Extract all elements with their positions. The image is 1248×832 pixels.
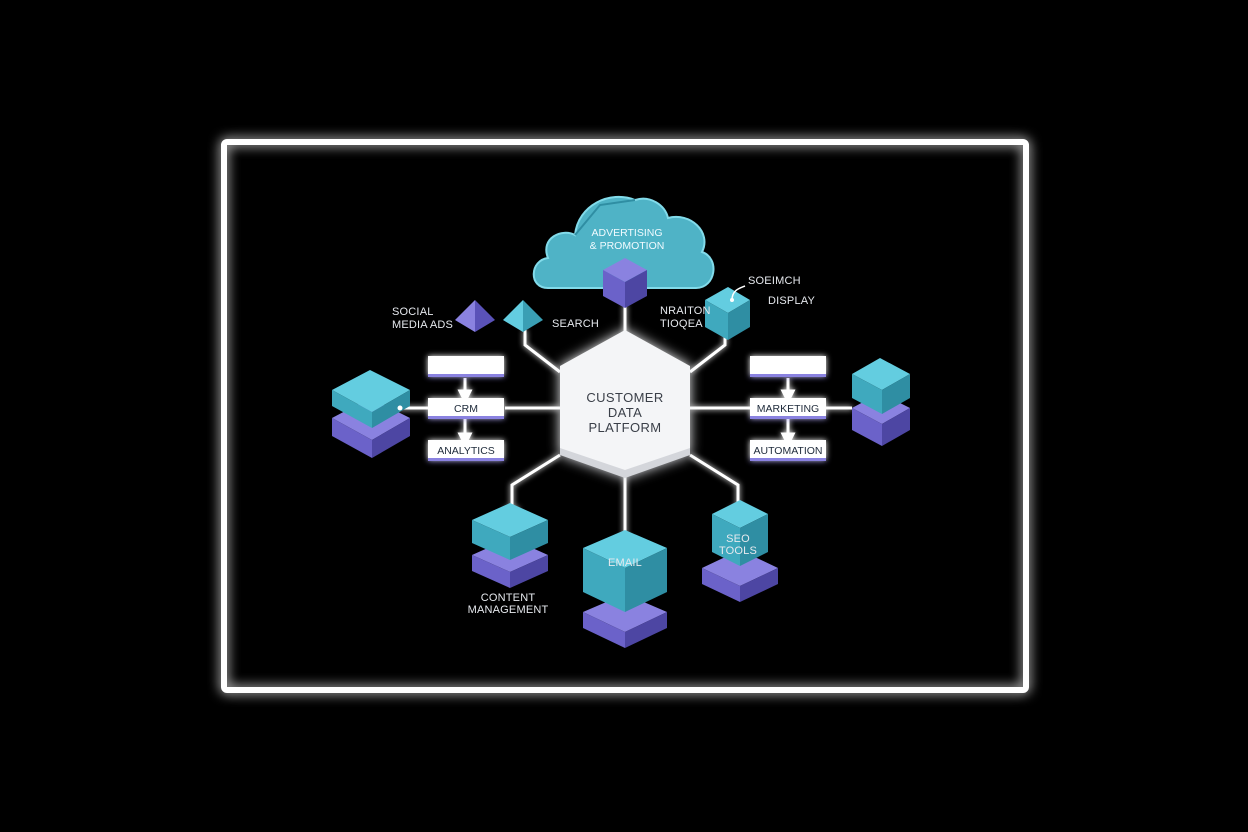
- email-label: Email: [608, 557, 642, 569]
- analytics-label: Analytics: [437, 445, 495, 457]
- marketing-label: Marketing: [757, 403, 819, 415]
- content-management-stack-icon: [472, 503, 548, 588]
- display-cube-icon: [705, 287, 750, 340]
- search-top-label: Soeimch: [748, 275, 801, 287]
- crm-stack-icon: [332, 370, 410, 458]
- right-box-stack: [750, 356, 826, 461]
- seo-tools-label-1: SEO: [726, 533, 750, 545]
- cloud-label-line-2: & Promotion: [590, 240, 665, 252]
- hub-label-line-2: Data: [608, 405, 642, 420]
- hub-label-line-1: Customer: [586, 390, 663, 405]
- hub-label-line-3: Platform: [588, 420, 661, 435]
- screen-frame: [221, 139, 1029, 693]
- automation-label: Automation: [753, 445, 822, 457]
- crm-label: CRM: [454, 403, 478, 415]
- display-label: Display: [768, 295, 816, 307]
- notion-label-2: Tioqea: [660, 318, 703, 330]
- notion-label-1: Nraiton: [660, 305, 711, 317]
- email-stack-icon: [583, 530, 667, 648]
- search-label: Search: [552, 318, 599, 330]
- marketing-stack-icon: [852, 358, 910, 446]
- seo-tools-label-2: Tools: [719, 545, 757, 557]
- advertising-cube-icon: [603, 258, 647, 308]
- cloud-label-line-1: Advertising: [592, 227, 663, 239]
- content-management-label-2: Management: [468, 604, 549, 616]
- social-media-ads-label-2: Media Ads: [392, 319, 453, 331]
- left-box-stack: [428, 356, 504, 461]
- advertising-cloud: Advertising & Promotion: [532, 195, 715, 289]
- search-pyramid-icon: [503, 300, 543, 332]
- social-media-ads-label-1: Social: [392, 306, 434, 318]
- content-management-label-1: Content: [481, 592, 536, 604]
- customer-data-platform-hub: [560, 330, 690, 478]
- seo-tools-stack-icon: [702, 500, 778, 602]
- social-media-pyramid-icon: [455, 300, 495, 332]
